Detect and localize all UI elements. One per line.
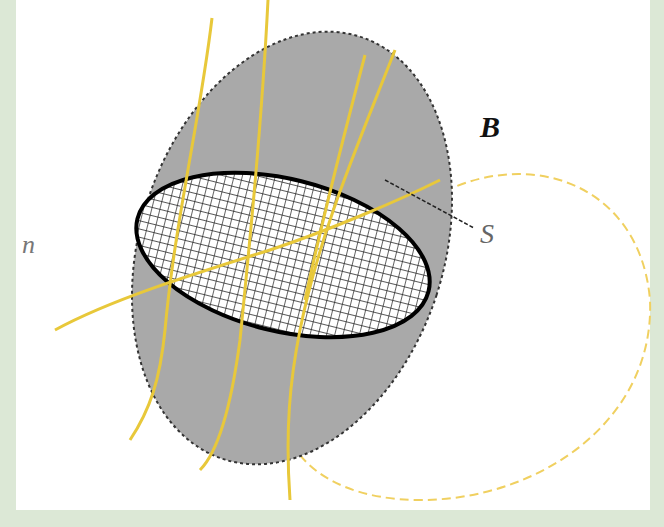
field-label: B: [480, 112, 500, 142]
normal-label: n: [22, 232, 35, 258]
leader-line: [385, 180, 474, 228]
surface-label: S: [480, 220, 494, 248]
hatched-area: [119, 145, 447, 365]
field-lines: [55, 0, 440, 500]
surface: [79, 0, 505, 506]
